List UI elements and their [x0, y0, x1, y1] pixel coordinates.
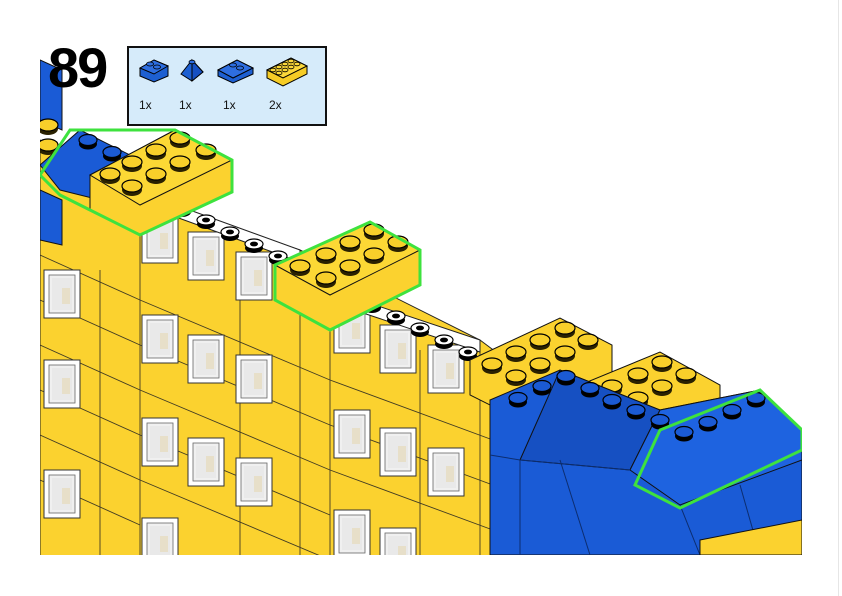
- blue-long-slope-icon: [216, 59, 255, 84]
- part-item: 2x: [265, 54, 309, 112]
- parts-list-box: 1x 1x 1x 2x: [127, 46, 327, 126]
- part-qty: 2x: [269, 98, 282, 112]
- part-qty: 1x: [223, 98, 236, 112]
- part-item: 1x: [215, 54, 255, 112]
- part-item: 1x: [177, 54, 207, 112]
- highlight-outline-2: [273, 220, 422, 332]
- part-item: 1x: [137, 54, 171, 112]
- blue-slope-brick-icon: [138, 59, 170, 83]
- blue-pyramid-slope-icon: [180, 58, 204, 83]
- yellow-2x4-brick-icon: [265, 57, 309, 87]
- page-edge-line: [838, 0, 839, 596]
- part-qty: 1x: [139, 98, 152, 112]
- step-number: 89: [48, 36, 108, 99]
- part-qty: 1x: [179, 98, 192, 112]
- highlight-outline-3: [633, 388, 802, 510]
- highlight-outline-1: [40, 128, 234, 237]
